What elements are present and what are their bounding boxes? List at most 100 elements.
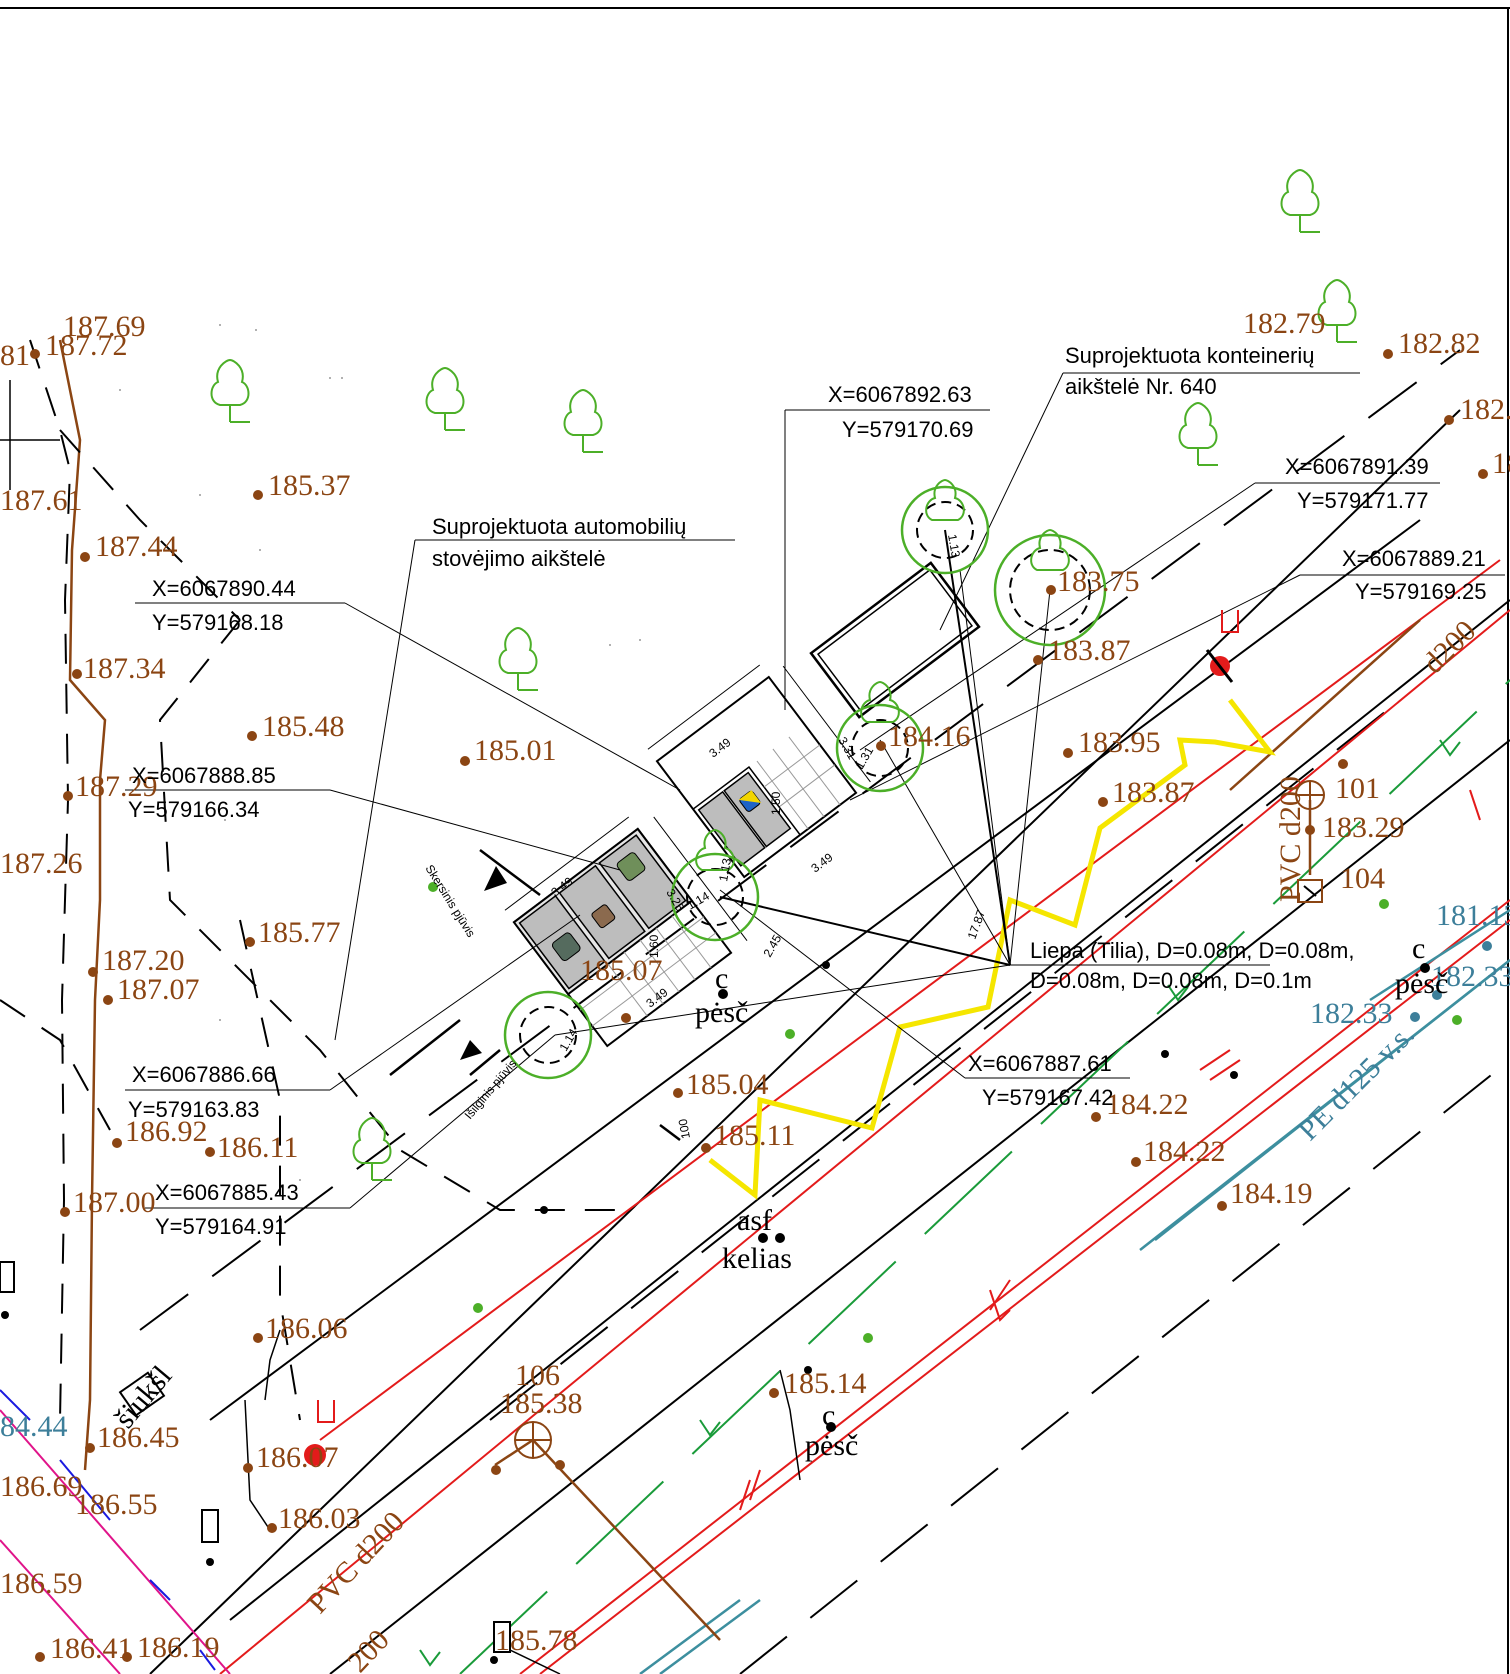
svg-text:104: 104 [1340, 862, 1385, 895]
svg-text:X=6067891.39: X=6067891.39 [1285, 454, 1429, 479]
svg-text:182.: 182. [1460, 393, 1510, 426]
container-pad-lower [504, 816, 748, 1048]
svg-text:X=6067886.66: X=6067886.66 [132, 1062, 276, 1087]
svg-text:PVC d200: PVC d200 [1274, 776, 1307, 902]
boundary-solid [0, 380, 801, 1674]
svg-text:X=6067892.63: X=6067892.63 [828, 382, 972, 407]
coordinate-labels: X=6067892.63 Y=579170.69 X=6067891.39 Y=… [128, 382, 1487, 1239]
svg-text:186.59: 186.59 [0, 1567, 83, 1600]
parking-lines [389, 849, 681, 1141]
svg-text:186.45: 186.45 [97, 1421, 180, 1454]
svg-text:1.13: 1.13 [716, 857, 734, 883]
callout-notes: Suprojektuota automobilių stovėjimo aikš… [432, 343, 1354, 993]
trees [210, 168, 1357, 1181]
tree-circle-glyphs [695, 478, 1070, 871]
svg-text:185.78: 185.78 [495, 1624, 578, 1657]
svg-text:187.44: 187.44 [95, 530, 178, 563]
svg-text:Suprojektuota automobilių: Suprojektuota automobilių [432, 514, 686, 539]
svg-text:Y=579163.83: Y=579163.83 [128, 1097, 260, 1122]
svg-text:186.11: 186.11 [217, 1131, 298, 1164]
svg-text:D=0.08m, D=0.08m, D=0.1m: D=0.08m, D=0.08m, D=0.1m [1030, 968, 1312, 993]
svg-text:c: c [1412, 932, 1425, 965]
svg-text:X=6067888.85: X=6067888.85 [132, 763, 276, 788]
red-symbols [304, 610, 1239, 1466]
map-text-black: asf kelias pėsč pėsč pėsč c c c šiukšl [108, 932, 1448, 1462]
green-dots [428, 882, 1462, 1343]
svg-text:185.37: 185.37 [268, 469, 351, 502]
svg-text:184.16: 184.16 [888, 720, 971, 753]
svg-text:kelias: kelias [722, 1242, 792, 1275]
svg-text:187.72: 187.72 [45, 329, 128, 362]
svg-text:187.61: 187.61 [0, 484, 83, 517]
svg-text:185.38: 185.38 [500, 1387, 583, 1420]
svg-text:186.92: 186.92 [125, 1115, 208, 1148]
svg-text:187.34: 187.34 [83, 652, 166, 685]
svg-text:81: 81 [0, 339, 30, 372]
svg-text:186.19: 186.19 [137, 1631, 220, 1664]
elev-dots [30, 349, 1488, 1662]
svg-text:186.07: 186.07 [256, 1441, 339, 1474]
svg-text:181.13: 181.13 [1436, 899, 1510, 932]
red-markers [739, 789, 1481, 1511]
svg-text:187.26: 187.26 [0, 847, 83, 880]
svg-text:pėsč: pėsč [695, 996, 748, 1029]
elev-dots-blue [1410, 941, 1492, 1022]
svg-text:Liepa (Tilia), D=0.08m, D=0.08: Liepa (Tilia), D=0.08m, D=0.08m, [1030, 938, 1354, 963]
svg-text:Suprojektuota konteinerių: Suprojektuota konteinerių [1065, 343, 1315, 368]
green-lines [419, 679, 1510, 1674]
svg-text:187.07: 187.07 [117, 973, 200, 1006]
tree-lines-bold [719, 529, 1011, 966]
svg-text:186.41: 186.41 [50, 1632, 133, 1665]
svg-text:Y=579171.77: Y=579171.77 [1297, 488, 1429, 513]
svg-text:100: 100 [676, 1117, 693, 1139]
svg-text:182.82: 182.82 [1398, 327, 1481, 360]
wells [514, 780, 1325, 1459]
sign-posts [0, 1261, 511, 1653]
svg-text:186.06: 186.06 [265, 1312, 348, 1345]
svg-text:106: 106 [515, 1359, 560, 1392]
svg-text:101: 101 [1335, 772, 1380, 805]
magenta-lines [0, 1409, 231, 1674]
svg-text:c: c [822, 1399, 835, 1432]
brown-pipes [58, 339, 1421, 1641]
svg-text:185.01: 185.01 [474, 734, 557, 767]
svg-text:Y=579166.34: Y=579166.34 [128, 797, 260, 822]
svg-text:pėsč: pėsč [1395, 967, 1448, 1000]
svg-text:182.33: 182.33 [1431, 960, 1510, 993]
svg-text:185.14: 185.14 [784, 1367, 867, 1400]
svg-text:184.19: 184.19 [1230, 1177, 1313, 1210]
svg-text:187.20: 187.20 [102, 944, 185, 977]
elevation-labels-blue: 182.33 182.33 181.13 84.44 [0, 899, 1510, 1443]
svg-text:asf: asf [737, 1204, 772, 1237]
svg-text:pėsč: pėsč [805, 1429, 858, 1462]
svg-text:Y=579164.91: Y=579164.91 [155, 1214, 287, 1239]
svg-text:186.03: 186.03 [278, 1502, 361, 1535]
svg-text:183.29: 183.29 [1322, 811, 1405, 844]
boundary-dashed [0, 339, 620, 1421]
svg-text:aikštelė Nr. 640: aikštelė Nr. 640 [1065, 374, 1217, 399]
svg-text:187.69: 187.69 [63, 310, 146, 343]
svg-text:182.33: 182.33 [1310, 997, 1393, 1030]
svg-text:185.77: 185.77 [258, 916, 341, 949]
svg-text:Y=579168.18: Y=579168.18 [152, 610, 284, 635]
teal-pipe [639, 908, 1510, 1674]
section-arrow-1 [484, 866, 507, 891]
svg-text:187.00: 187.00 [73, 1186, 156, 1219]
svg-text:184.22: 184.22 [1143, 1135, 1226, 1168]
svg-text:1.13: 1.13 [945, 533, 963, 559]
black-dots [1, 961, 1430, 1664]
yellow-path [708, 698, 1276, 1200]
svg-text:Y=579169.25: Y=579169.25 [1355, 579, 1487, 604]
blue-lines [0, 1389, 216, 1671]
svg-text:X=6067890.44: X=6067890.44 [152, 576, 296, 601]
container-pad-upper [647, 664, 871, 879]
svg-text:Y=579167.42: Y=579167.42 [982, 1085, 1114, 1110]
svg-text:183.75: 183.75 [1057, 565, 1140, 598]
svg-text:stovėjimo aikštelė: stovėjimo aikštelė [432, 546, 606, 571]
svg-text:185.07: 185.07 [580, 954, 663, 987]
svg-text:183.87: 183.87 [1048, 634, 1131, 667]
svg-text:1.50: 1.50 [769, 791, 783, 815]
svg-text:187.29: 187.29 [75, 770, 158, 803]
road-dashed [139, 349, 1510, 1674]
